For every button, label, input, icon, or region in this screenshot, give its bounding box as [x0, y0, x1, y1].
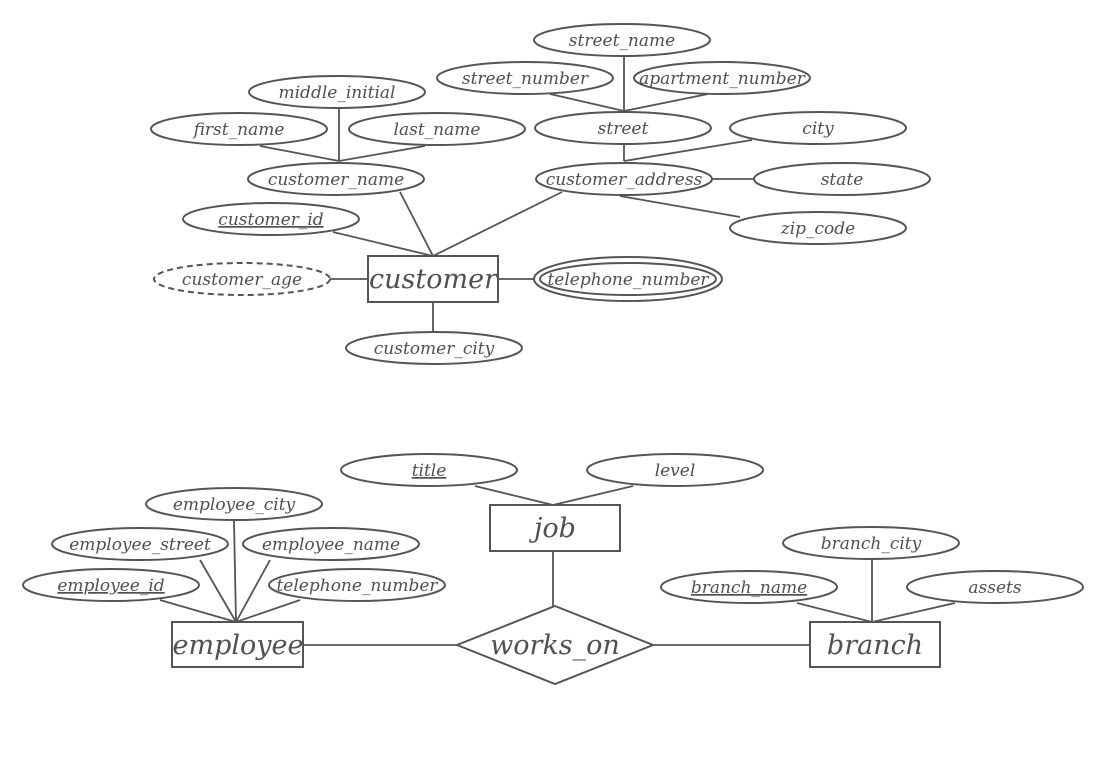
attr-apartment-number-label: apartment_number: [639, 69, 806, 89]
entity-job-label: job: [529, 513, 576, 544]
attr-customer-name-label: customer_name: [268, 170, 404, 190]
attr-customer-name: customer_name: [247, 162, 425, 196]
attr-middle-initial: middle_initial: [248, 75, 426, 109]
attr-street-name: street_name: [533, 23, 711, 57]
relationship-works-on: works_on: [454, 604, 656, 686]
entity-employee: employee: [171, 621, 304, 668]
attr-branch-city: branch_city: [782, 526, 960, 560]
entity-job: job: [489, 504, 621, 552]
attr-title: title: [340, 453, 518, 487]
attr-employee-street: employee_street: [51, 527, 229, 561]
entity-customer: customer: [367, 255, 499, 303]
attr-city: city: [729, 111, 907, 145]
attr-apartment-number: apartment_number: [633, 61, 811, 95]
attr-street-number: street_number: [436, 61, 614, 95]
attr-customer-id: customer_id: [182, 202, 360, 236]
attr-middle-initial-label: middle_initial: [279, 83, 396, 103]
attr-city-label: city: [802, 119, 834, 139]
attr-assets-label: assets: [968, 578, 1021, 598]
attr-title-label: title: [412, 461, 447, 481]
attr-customer-address: customer_address: [535, 162, 713, 196]
attr-employee-city-label: employee_city: [173, 495, 296, 515]
entity-branch-label: branch: [827, 630, 923, 661]
attr-telephone-number-label: telephone_number: [547, 270, 709, 290]
attr-branch-city-label: branch_city: [821, 534, 922, 554]
attr-street: street: [534, 111, 712, 145]
attr-customer-address-label: customer_address: [546, 170, 703, 190]
attr-telephone-number-multivalued: telephone_number: [533, 256, 723, 302]
attr-branch-name: branch_name: [660, 570, 838, 604]
connector-lines: [159, 56, 956, 646]
relationship-works-on-label: works_on: [490, 630, 620, 661]
entity-employee-label: employee: [173, 630, 304, 661]
attr-employee-street-label: employee_street: [69, 535, 211, 555]
attr-customer-city-label: customer_city: [374, 339, 495, 359]
attr-first-name-label: first_name: [192, 120, 285, 140]
attr-employee-city: employee_city: [145, 487, 323, 521]
attr-street-name-label: street_name: [569, 31, 675, 51]
attr-customer-id-label: customer_id: [218, 210, 324, 230]
attr-customer-city: customer_city: [345, 331, 523, 365]
attr-street-label: street: [598, 119, 649, 139]
attr-employee-name: employee_name: [242, 527, 420, 561]
attr-customer-age: customer_age: [153, 262, 331, 296]
attr-employee-name-label: employee_name: [262, 535, 400, 555]
attr-branch-name-label: branch_name: [691, 578, 807, 598]
attr-last-name-label: last_name: [394, 120, 481, 140]
attr-employee-telephone-number-label: telephone_number: [276, 576, 438, 596]
entity-branch: branch: [809, 621, 941, 668]
attr-state: state: [753, 162, 931, 196]
attr-zip-code-label: zip_code: [780, 219, 855, 239]
attr-level-label: level: [655, 461, 696, 481]
attr-employee-id: employee_id: [22, 568, 200, 602]
attr-state-label: state: [821, 170, 864, 190]
attr-employee-id-label: employee_id: [57, 576, 164, 596]
attr-employee-telephone-number: telephone_number: [268, 568, 446, 602]
attr-last-name: last_name: [348, 112, 526, 146]
attr-customer-age-label: customer_age: [182, 270, 302, 290]
attr-level: level: [586, 453, 764, 487]
attr-zip-code: zip_code: [729, 211, 907, 245]
attr-assets: assets: [906, 570, 1084, 604]
entity-customer-label: customer: [369, 264, 499, 295]
attr-street-number-label: street_number: [462, 69, 589, 89]
attr-first-name: first_name: [150, 112, 328, 146]
